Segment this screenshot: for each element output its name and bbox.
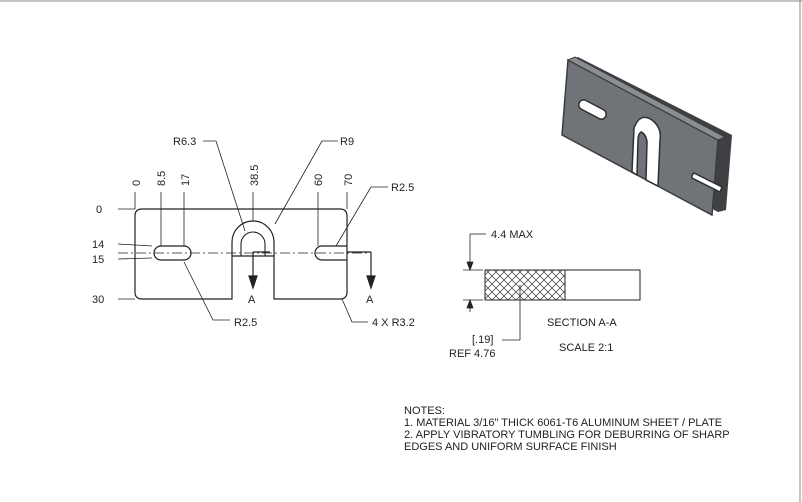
section-title: SECTION A-A [547,317,617,329]
ordinate-x-38-5: 38.5 [249,165,261,186]
section-view: 4.4 MAX [.19] REF 4.76 SECTION A-A SCALE… [449,229,641,360]
front-view-slot-right [314,245,347,261]
isometric-slot-left [578,99,607,120]
ordinate-y-0: 0 [96,204,102,216]
ordinate-y-14: 14 [92,239,104,251]
notes-block: NOTES:1. MATERIAL 3/16" THICK 6061-T6 AL… [404,405,730,453]
ordinate-x-17: 17 [180,174,192,186]
callout-r2-5-bottom: R2.5 [234,317,257,329]
isometric-part-face [561,58,719,217]
section-ref-mm: REF 4.76 [449,348,495,360]
ordinate-x-60: 60 [313,174,325,186]
section-arrows [248,251,376,290]
front-view [118,208,370,300]
section-mark-left: A [248,294,256,306]
isometric-u-cutout [631,116,662,188]
section-mark-right: A [366,294,374,306]
front-view-slot-left [153,245,192,261]
ordinate-x-0: 0 [131,180,143,186]
section-plain [564,269,641,301]
notes-line-2: 2. APPLY VIBRATORY TUMBLING FOR DEBURRIN… [404,429,730,441]
leader-lines [183,140,388,323]
isometric-slot-right [691,172,723,194]
front-view-u-slot [231,220,275,256]
callout-r2-5-right: R2.5 [391,182,414,194]
notes-line-3: EDGES AND UNIFORM SURFACE FINISH [404,441,617,453]
section-ref-inch: [.19] [472,334,493,346]
ordinate-x-70: 70 [343,174,355,186]
ordinate-y-30: 30 [92,294,104,306]
callout-corner-radius: 4 X R3.2 [372,317,415,329]
isometric-view [561,56,732,217]
callout-r6-3: R6.3 [173,136,196,148]
ordinate-x-8-5: 8.5 [156,171,168,186]
notes-heading: NOTES: [404,405,445,417]
ordinate-lines [117,192,348,300]
section-scale: SCALE 2:1 [559,342,613,354]
callout-r9: R9 [340,136,354,148]
notes-line-1: 1. MATERIAL 3/16" THICK 6061-T6 ALUMINUM… [404,417,723,429]
section-max-thickness: 4.4 MAX [491,229,534,241]
ordinate-y-15: 15 [92,254,104,266]
section-hatch [484,269,566,301]
